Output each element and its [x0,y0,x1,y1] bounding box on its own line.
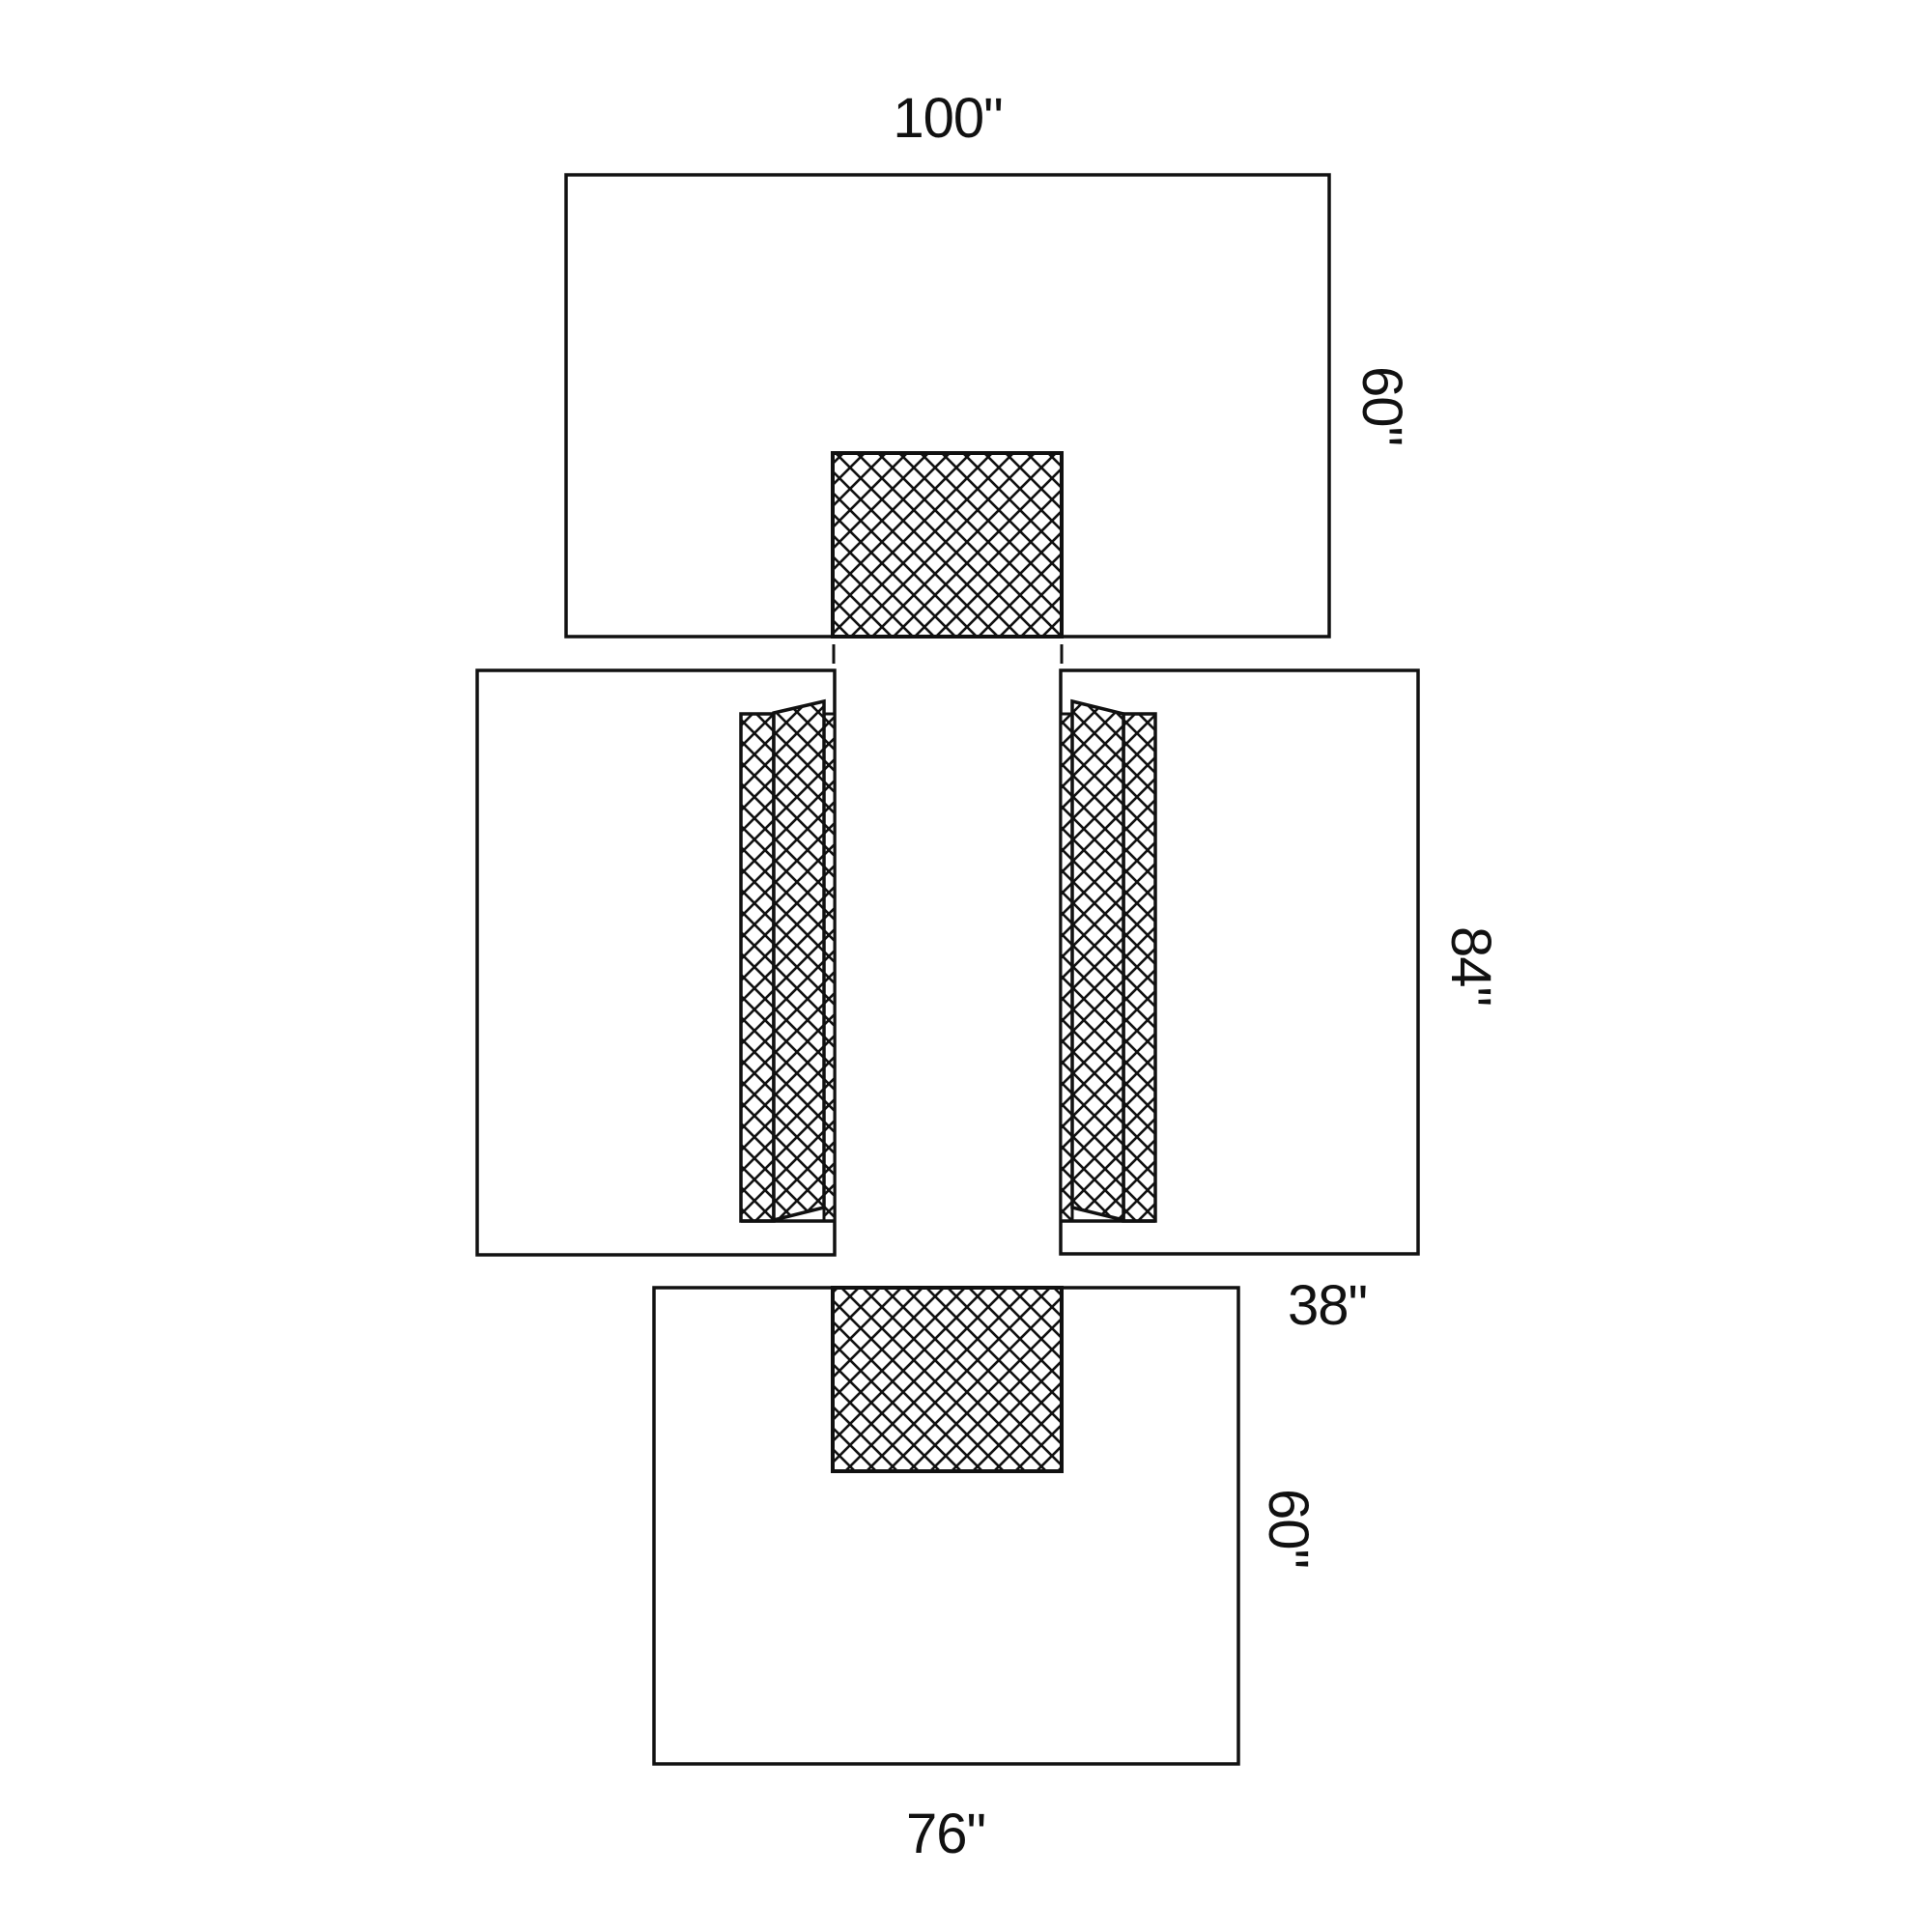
top-height-label: 60" [1350,365,1413,446]
top-width-label: 100" [893,87,1003,150]
top-reinforcement-patch [831,451,1064,639]
bottom-height-label: 60" [1257,1488,1320,1569]
bottom-reinforcement-patch [831,1286,1064,1473]
bottom-sheet [652,1286,1240,1766]
left-side-sheet [475,668,837,1257]
side-width-label: 38" [1287,1274,1368,1337]
left-folded-strip [739,698,837,1223]
right-side-sheet [1059,668,1420,1256]
right-folded-strip [1059,698,1157,1223]
bottom-width-label: 76" [905,1803,986,1865]
side-height-label: 84" [1439,925,1502,1007]
top-sheet [564,173,1331,639]
connector-ticks [832,644,1064,664]
